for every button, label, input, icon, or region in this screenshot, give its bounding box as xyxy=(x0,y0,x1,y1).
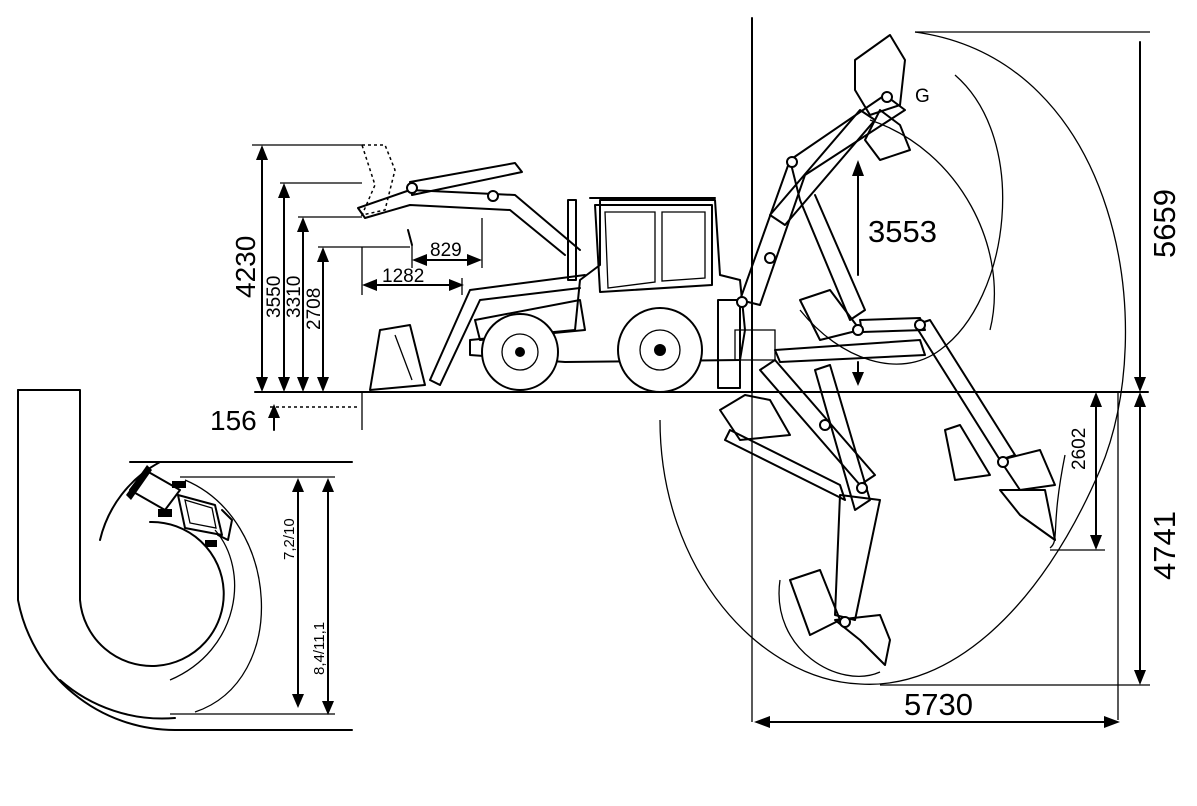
dim-4741-label: 4741 xyxy=(1147,511,1182,580)
dim-3310-label: 3310 xyxy=(284,276,305,318)
pivot-label-g: G xyxy=(915,86,930,107)
backhoe-arm-positions xyxy=(719,34,1056,666)
dim-3550-label: 3550 xyxy=(264,276,285,318)
turn-inner-label: 7,2/10 xyxy=(281,518,298,560)
dim-1282-label: 1282 xyxy=(382,266,424,287)
dim-829-label: 829 xyxy=(430,240,462,261)
machine-top-view xyxy=(126,465,233,547)
dim-2708-label: 2708 xyxy=(304,288,325,330)
backhoe-reach-envelope xyxy=(659,17,1127,722)
dim-156-label: 156 xyxy=(210,405,257,436)
turn-outer-label: 8,4/11,1 xyxy=(311,622,328,675)
backhoe-dimensions xyxy=(754,31,1150,728)
dim-3553-label: 3553 xyxy=(868,214,937,249)
ground-line xyxy=(254,391,1149,430)
loader-height-dimensions xyxy=(252,144,483,431)
dim-5730-label: 5730 xyxy=(904,687,973,722)
dim-2602-label: 2602 xyxy=(1069,428,1090,470)
machine-side-view xyxy=(357,144,776,393)
dim-5659-label: 5659 xyxy=(1147,189,1182,258)
dim-4230-label: 4230 xyxy=(230,236,261,298)
turning-circle-view xyxy=(17,389,353,731)
